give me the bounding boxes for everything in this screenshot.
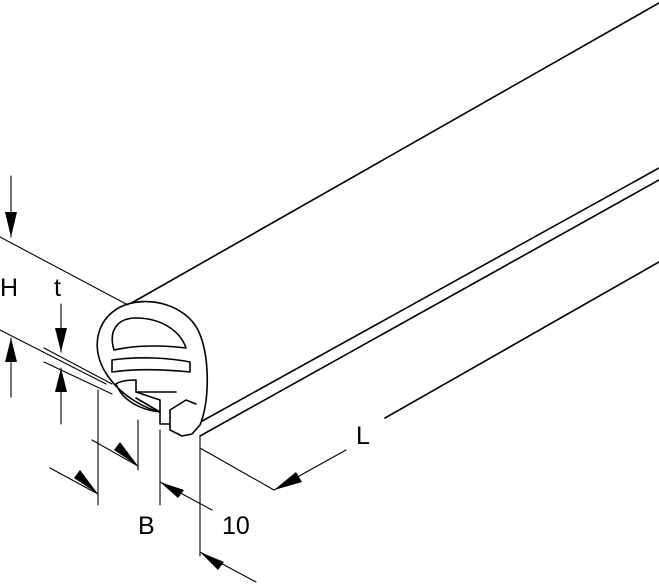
profile-slot-edge: [135, 397, 161, 413]
profile-inner-web: [111, 357, 191, 373]
slot-arrow-right: [200, 552, 224, 570]
profile-lower-channel: [115, 379, 161, 413]
t-label: t: [54, 274, 61, 302]
rail-body: [127, 2, 659, 437]
dimension-l: L: [199, 422, 370, 491]
h-arrow-bottom: [5, 338, 17, 362]
h-label: H: [0, 274, 18, 302]
t-arrow-bottom: [55, 368, 67, 392]
rail-bottom-edge: [199, 179, 659, 437]
b-arrow-right: [160, 482, 184, 498]
b-dim-line-left: [49, 467, 99, 495]
l-arrow: [274, 472, 302, 490]
h-arrow-top: [5, 212, 17, 237]
t-arrow-top: [55, 328, 67, 352]
h-extension-top: [0, 236, 129, 306]
rail-top-edge: [127, 2, 659, 306]
rail-mid-edge: [194, 167, 659, 426]
h-extension-bottom: [0, 329, 107, 385]
dimension-10: 10: [91, 419, 257, 583]
profile-inner-upper-cavity: [111, 317, 187, 351]
b-label: B: [138, 512, 155, 540]
slot-arrow-left: [114, 442, 138, 466]
t-extension-top: [43, 347, 113, 385]
rail-far-edge: [384, 261, 659, 419]
slot-label: 10: [222, 512, 250, 540]
profile-cross-section: [96, 300, 209, 437]
l-extension: [199, 447, 275, 491]
b-arrow-left: [74, 470, 98, 494]
dimension-h: H: [0, 175, 129, 398]
slot-dim-line-left: [91, 439, 139, 467]
dimension-b: B: [49, 389, 213, 540]
profile-slot-lip: [169, 399, 197, 425]
l-label: L: [356, 422, 370, 450]
t-extension-bottom: [43, 361, 113, 395]
dimension-t: t: [43, 274, 113, 425]
